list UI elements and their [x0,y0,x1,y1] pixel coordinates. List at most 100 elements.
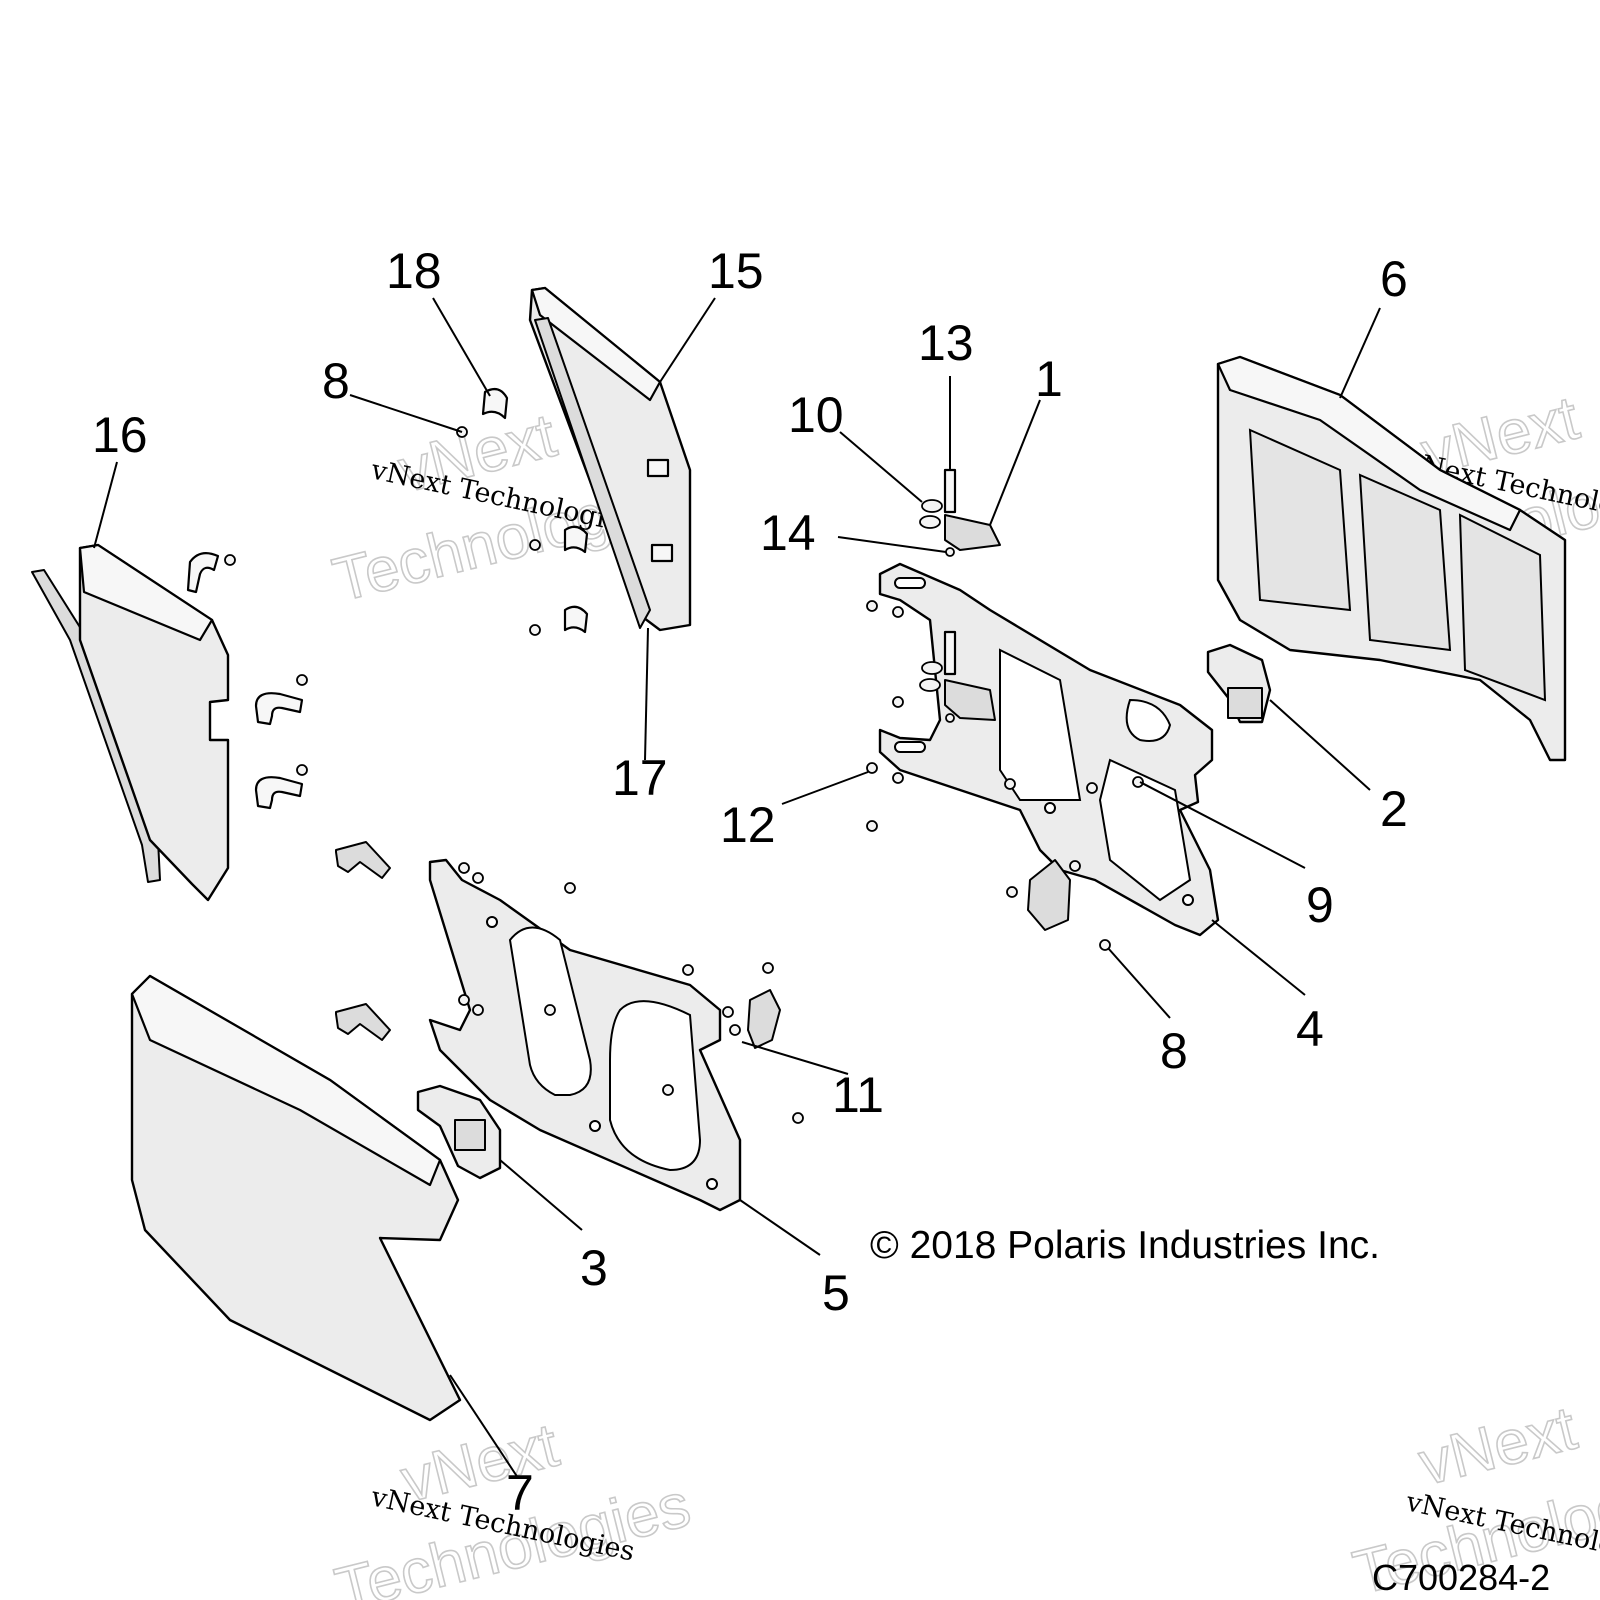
screw-icon [458,862,470,874]
leader-6 [1339,307,1381,399]
frame-4-cutout [999,648,1082,801]
watermark-big-top: vNext [1412,1394,1582,1499]
hinge-assembly-upper [919,468,1001,557]
clip [563,525,589,554]
leader-9 [1139,781,1306,869]
callout-7: 7 [506,1465,534,1521]
latch-body [454,1119,486,1151]
screw-icon [866,762,878,774]
frame-4-slot [894,577,926,589]
frame-4-cutout [1125,698,1172,742]
part-5-front-door-frame [428,858,742,1212]
hinge-bracket-1 [944,514,1001,551]
leader-2 [1269,699,1371,791]
callout-4: 4 [1296,1001,1324,1057]
hinge-bracket [944,679,996,721]
clip [563,605,589,634]
callout-9: 9 [1306,877,1334,933]
hinge-assembly-lower [919,630,996,723]
panel-6-window [1358,473,1452,652]
frame-4-cutout [1098,758,1192,902]
striker-plate [1027,859,1071,931]
mount-hole [706,1178,718,1190]
part-15-inner-trim [528,286,692,632]
leader-11 [741,1041,849,1075]
screw-icon [296,674,308,686]
mount-hole [1044,802,1056,814]
leader-7 [449,1374,519,1479]
screw-icon [1132,776,1144,788]
callout-16: 16 [92,407,148,463]
callout-5: 5 [822,1265,850,1321]
screw-icon [662,1084,674,1096]
screw-icon [1099,939,1111,951]
screw-icon [892,606,904,618]
leader-3 [499,1159,583,1231]
screw-icon [1069,860,1081,872]
leader-8a [349,394,463,433]
screw-icon [529,539,541,551]
screw-icon [729,1024,741,1036]
trim-tab [650,543,674,563]
washer [919,515,941,529]
leader-17 [644,627,649,761]
leader-12 [781,771,869,805]
leader-10 [839,431,923,503]
leader-18 [432,297,491,397]
hinge-bolt [943,630,957,676]
screw-icon [866,600,878,612]
part-16-door-panel [31,543,230,902]
screw-icon [544,1004,556,1016]
screw-icon [472,1004,484,1016]
callout-6: 6 [1380,251,1408,307]
screw-icon [1086,782,1098,794]
callout-11: 11 [832,1067,884,1123]
fasteners-frame-4 [866,600,1144,951]
hinge-pins-left [335,841,391,1041]
mount-hole [1182,894,1194,906]
trim-tab [646,458,670,478]
copyright-notice: © 2018 Polaris Industries Inc. [870,1224,1380,1267]
screw-icon [458,994,470,1006]
callout-8-lower: 8 [1160,1023,1188,1079]
part-4-rear-door-frame [878,562,1220,937]
screw-icon [1004,778,1016,790]
clip-18 [481,387,509,420]
fasteners-frame-5 [458,862,804,1124]
clip-ring-14 [945,547,955,557]
latch-body [1227,687,1263,719]
figure-id: C700284-2 [1372,1557,1550,1598]
callout-1: 1 [1035,351,1063,407]
leader-8b [1107,947,1171,1019]
screw-icon [866,820,878,832]
screw-icon [892,696,904,708]
leader-1 [989,399,1041,526]
trim-strip-17 [534,317,651,629]
hinge-bolt-13 [943,468,957,514]
callout-labels: 18 15 8 16 13 1 10 14 6 17 2 12 9 8 4 11… [92,243,1408,1521]
clip-hook [186,551,220,594]
mount-hole [486,916,498,928]
hinge-pin [335,1003,391,1041]
screw-icon [1006,886,1018,898]
screw-icon [682,964,694,976]
screw-icon [224,554,236,566]
screw-icon [472,872,484,884]
callout-15: 15 [708,243,764,299]
frame-4-slot [894,741,926,753]
callout-3: 3 [580,1240,608,1296]
frame-5-cutout [609,1000,702,1172]
clip-hooks-left [186,551,308,810]
part-6-rear-inner-panel [1216,355,1567,762]
callout-8: 8 [322,353,350,409]
callout-13: 13 [918,315,974,371]
door-seal-strip [31,569,161,883]
leader-4 [1211,919,1306,996]
screw-icon [722,1006,734,1018]
callout-2: 2 [1380,781,1408,837]
nut-10 [921,499,943,513]
part-3-latch [416,1084,502,1180]
lower-door-panel-7-top-face [130,974,442,1187]
callout-18: 18 [386,243,442,299]
